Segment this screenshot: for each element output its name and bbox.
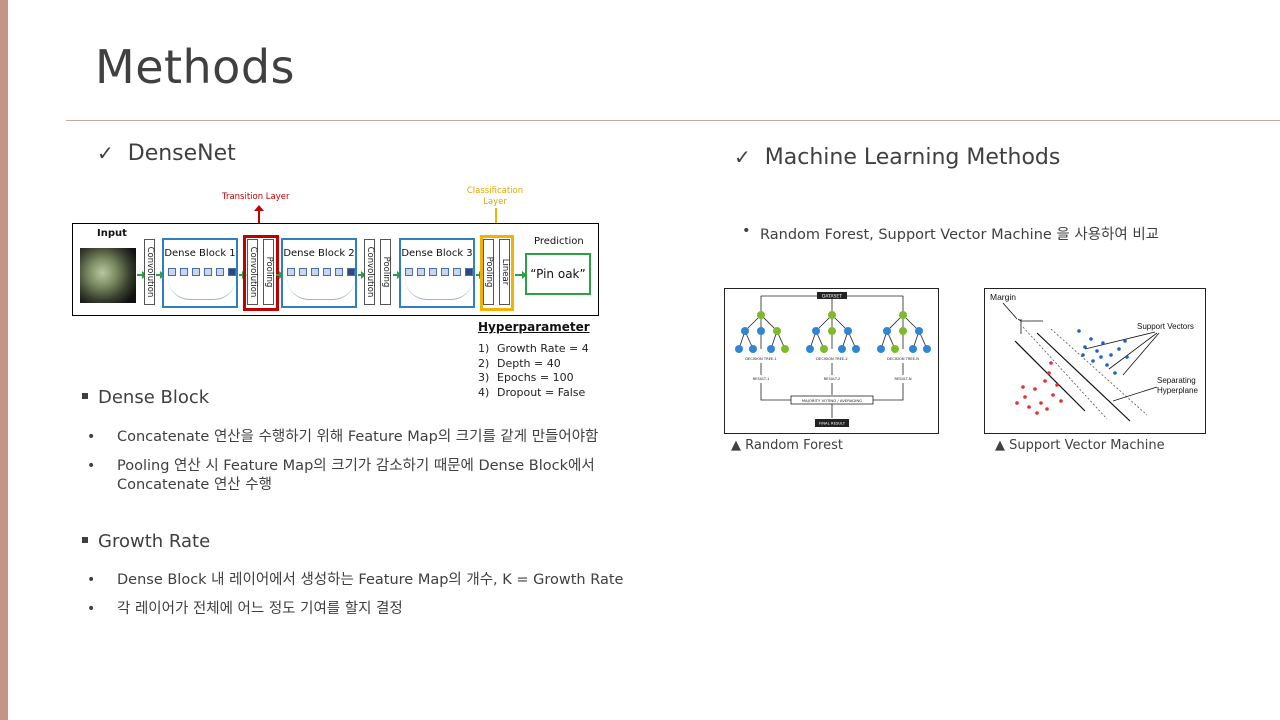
- arrow: [515, 271, 527, 279]
- svm-figure: Margin Support Vectors Separating Hyperp…: [984, 288, 1206, 434]
- final-result-box: [815, 419, 849, 427]
- check-icon: ✓: [734, 145, 751, 169]
- random-forest-diagram: DATASET: [735, 292, 931, 427]
- hyperparameter-item: 1)Growth Rate = 4: [478, 342, 589, 355]
- arrow: [156, 271, 165, 279]
- decision-tree: [735, 311, 789, 353]
- list-item: •각 레이어가 전체에 어느 정도 기여를 할지 결정: [87, 601, 403, 617]
- hyperplane-label-1: Separating: [1157, 376, 1196, 385]
- densenet-frame: Input Convolution Dense Block 1 Convolut…: [72, 223, 599, 316]
- dense-block-1: Dense Block 1: [162, 238, 238, 308]
- classification-layer-box: [480, 235, 514, 311]
- tree-label: DECISION TREE-2: [816, 357, 847, 361]
- prediction-box: “Pin oak”: [525, 253, 591, 295]
- list-item: •Concatenate 연산을 수행하기 위해 Feature Map의 크기…: [87, 429, 599, 445]
- result-label: RESULT-2: [824, 377, 841, 381]
- hyperparameter-panel: Hyperparameter 1)Growth Rate = 4 2)Depth…: [478, 320, 590, 400]
- prediction-label: Prediction: [534, 236, 584, 247]
- square-bullet-icon: [82, 537, 88, 543]
- tree-label: DECISION TREE-N: [887, 357, 919, 361]
- arrow: [276, 271, 284, 279]
- transition-layer-box: [243, 235, 279, 311]
- square-bullet-icon: [82, 393, 88, 399]
- result-label: RESULT-N: [894, 377, 911, 381]
- list-item: •Dense Block 내 레이어에서 생성하는 Feature Map의 개…: [87, 572, 624, 588]
- list-item: •Pooling 연산 시 Feature Map의 크기가 감소하기 때문에 …: [87, 458, 595, 493]
- list-item: •Random Forest, Support Vector Machine 을…: [742, 223, 1160, 243]
- ml-methods-heading: ✓ Machine Learning Methods: [734, 145, 1060, 170]
- convolution-layer-1: Convolution: [144, 239, 155, 305]
- margin-line: [1022, 326, 1108, 420]
- input-image: [80, 248, 136, 303]
- hyperparameter-item: 4)Dropout = False: [478, 385, 586, 399]
- hyperplane-line: [1036, 332, 1131, 422]
- random-forest-caption: ▲ Random Forest: [731, 438, 843, 453]
- arrow: [393, 271, 402, 279]
- check-icon: ✓: [97, 141, 114, 165]
- pooling-layer-1: Pooling: [263, 239, 274, 305]
- dense-block-2: Dense Block 2: [281, 238, 357, 308]
- svm-diagram: Margin Support Vectors Separating Hyperp…: [990, 292, 1198, 422]
- decision-tree: [806, 311, 860, 353]
- accent-bar: [0, 0, 8, 720]
- dataset-text: DATASET: [822, 294, 842, 300]
- voting-text: MAJORITY VOTING / AVERAGING: [802, 398, 862, 403]
- hyperplane-line: [1014, 340, 1086, 412]
- linear-layer: Linear: [499, 239, 510, 305]
- input-label: Input: [97, 228, 127, 239]
- tree-label: DECISION TREE-1: [745, 357, 776, 361]
- slide-title: Methods: [95, 40, 295, 94]
- classification-layer-label: Classification Layer: [466, 186, 524, 207]
- final-result-text: FINAL RESULT: [819, 421, 846, 426]
- dense-block-3: Dense Block 3: [399, 238, 475, 308]
- convolution-layer-3: Convolution: [364, 239, 375, 305]
- arrow: [358, 271, 366, 279]
- dense-block-heading: Dense Block: [82, 387, 209, 408]
- pooling-layer-3: Pooling: [483, 239, 494, 305]
- hyperparameter-item: 3)Epochs = 100: [478, 371, 574, 384]
- hyperplane-label-2: Hyperplane: [1157, 386, 1198, 395]
- densenet-heading-text: DenseNet: [127, 141, 236, 166]
- red-points: [1015, 361, 1063, 415]
- densenet-architecture-figure: Transition Layer Classification Layer In…: [72, 186, 600, 318]
- margin-label: Margin: [990, 292, 1016, 302]
- result-label: RESULT-1: [753, 377, 770, 381]
- margin-line: [1050, 328, 1148, 416]
- dataset-box: [817, 292, 847, 299]
- arrow: [137, 271, 147, 279]
- blue-points: [1077, 329, 1129, 375]
- growth-rate-heading: Growth Rate: [82, 531, 210, 552]
- decision-tree: [877, 311, 931, 353]
- random-forest-figure: DATASET: [724, 288, 939, 434]
- convolution-layer-2: Convolution: [247, 239, 258, 305]
- pooling-layer-2: Pooling: [380, 239, 391, 305]
- ml-methods-heading-text: Machine Learning Methods: [764, 145, 1061, 170]
- densenet-heading: ✓ DenseNet: [97, 141, 236, 166]
- transition-layer-label: Transition Layer: [222, 192, 290, 202]
- svm-caption: ▲ Support Vector Machine: [995, 438, 1165, 453]
- transition-arrow: [254, 205, 264, 234]
- hyperparameter-item: 2)Depth = 40: [478, 356, 561, 370]
- hyperparameter-title: Hyperparameter: [478, 320, 590, 334]
- support-vectors-label: Support Vectors: [1137, 322, 1194, 331]
- title-divider: [66, 120, 1280, 121]
